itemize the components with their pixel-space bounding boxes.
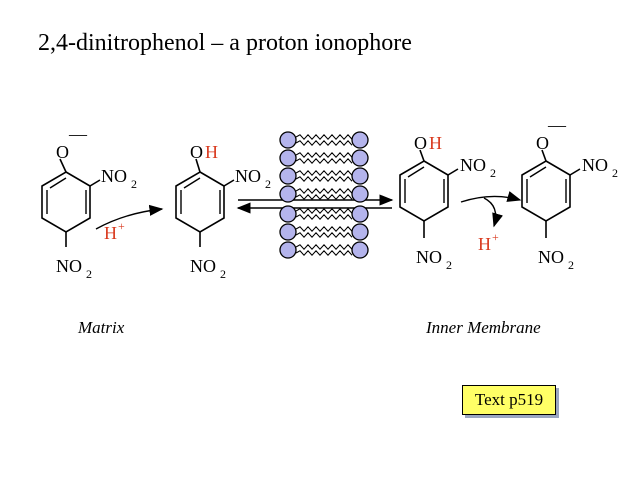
lipid-head <box>351 185 369 203</box>
oxygen-label: O <box>414 133 427 153</box>
proton-charge: + <box>492 230 499 244</box>
protonation-arrow: H + <box>95 204 164 243</box>
negative-charge: — <box>68 124 88 144</box>
lipid-tail <box>295 151 353 159</box>
lipid-head <box>279 205 297 223</box>
lipid-tail <box>295 243 353 251</box>
nitro-group-label: NO <box>538 247 564 267</box>
transport-equilibrium-arrows <box>236 194 394 214</box>
lipid-head <box>351 167 369 185</box>
lipid-tail <box>295 213 353 221</box>
benzene-ring <box>399 160 449 222</box>
lipid-head <box>279 223 297 241</box>
proton-h-label: H <box>429 133 442 153</box>
textbook-reference: Text p519 <box>462 385 556 415</box>
lipid-head <box>279 149 297 167</box>
lipid-tail <box>295 133 353 141</box>
lipid-head <box>279 241 297 259</box>
subscript-2: 2 <box>568 258 574 272</box>
proton-label: H <box>478 234 491 254</box>
subscript-2: 2 <box>490 166 496 180</box>
matrix-label: Matrix <box>77 318 125 337</box>
lipid-tail <box>295 193 353 201</box>
inner-membrane-label: Inner Membrane <box>425 318 541 337</box>
nitro-group-label: NO <box>235 166 261 186</box>
lipid-head <box>279 131 297 149</box>
benzene-ring <box>175 171 225 233</box>
phenol-molecule-inner: O H NO 2 NO 2 <box>399 133 496 272</box>
lipid-tail <box>295 187 353 195</box>
lipid-bilayer <box>279 131 369 259</box>
lipid-head <box>351 205 369 223</box>
subscript-2: 2 <box>131 177 137 191</box>
lipid-head <box>279 167 297 185</box>
subscript-2: 2 <box>86 267 92 281</box>
subscript-2: 2 <box>220 267 226 281</box>
oxygen-label: O <box>56 142 69 162</box>
benzene-ring <box>41 171 91 233</box>
lipid-head <box>351 131 369 149</box>
negative-charge: — <box>547 115 567 135</box>
proton-label: H <box>104 223 117 243</box>
nitro-group-label: NO <box>190 256 216 276</box>
lipid-tail <box>295 139 353 147</box>
lipid-head <box>351 223 369 241</box>
benzene-ring <box>521 160 571 222</box>
subscript-2: 2 <box>446 258 452 272</box>
nitro-group-label: NO <box>582 155 608 175</box>
lipid-head <box>351 241 369 259</box>
oxygen-label: O <box>536 133 549 153</box>
lipid-tail <box>295 207 353 215</box>
nitro-group-label: NO <box>416 247 442 267</box>
subscript-2: 2 <box>612 166 618 180</box>
lipid-tail <box>295 249 353 257</box>
phenolate-molecule-matrix: O — NO 2 NO 2 <box>41 124 137 281</box>
lipid-tail <box>295 225 353 233</box>
oxygen-label: O <box>190 142 203 162</box>
nitro-group-label: NO <box>460 155 486 175</box>
lipid-tail <box>295 175 353 183</box>
deprotonation-arrow: H + <box>460 191 522 254</box>
lipid-tail <box>295 157 353 165</box>
lipid-head <box>279 185 297 203</box>
phenol-molecule-matrix: O H NO 2 NO 2 <box>175 142 271 281</box>
lipid-tail <box>295 169 353 177</box>
page-title: 2,4-dinitrophenol – a proton ionophore <box>38 30 412 56</box>
proton-charge: + <box>118 219 125 233</box>
proton-h-label: H <box>205 142 218 162</box>
nitro-group-label: NO <box>56 256 82 276</box>
lipid-head <box>351 149 369 167</box>
nitro-group-label: NO <box>101 166 127 186</box>
subscript-2: 2 <box>265 177 271 191</box>
phenolate-molecule-inner: O — NO 2 NO 2 <box>521 115 618 272</box>
lipid-tail <box>295 231 353 239</box>
